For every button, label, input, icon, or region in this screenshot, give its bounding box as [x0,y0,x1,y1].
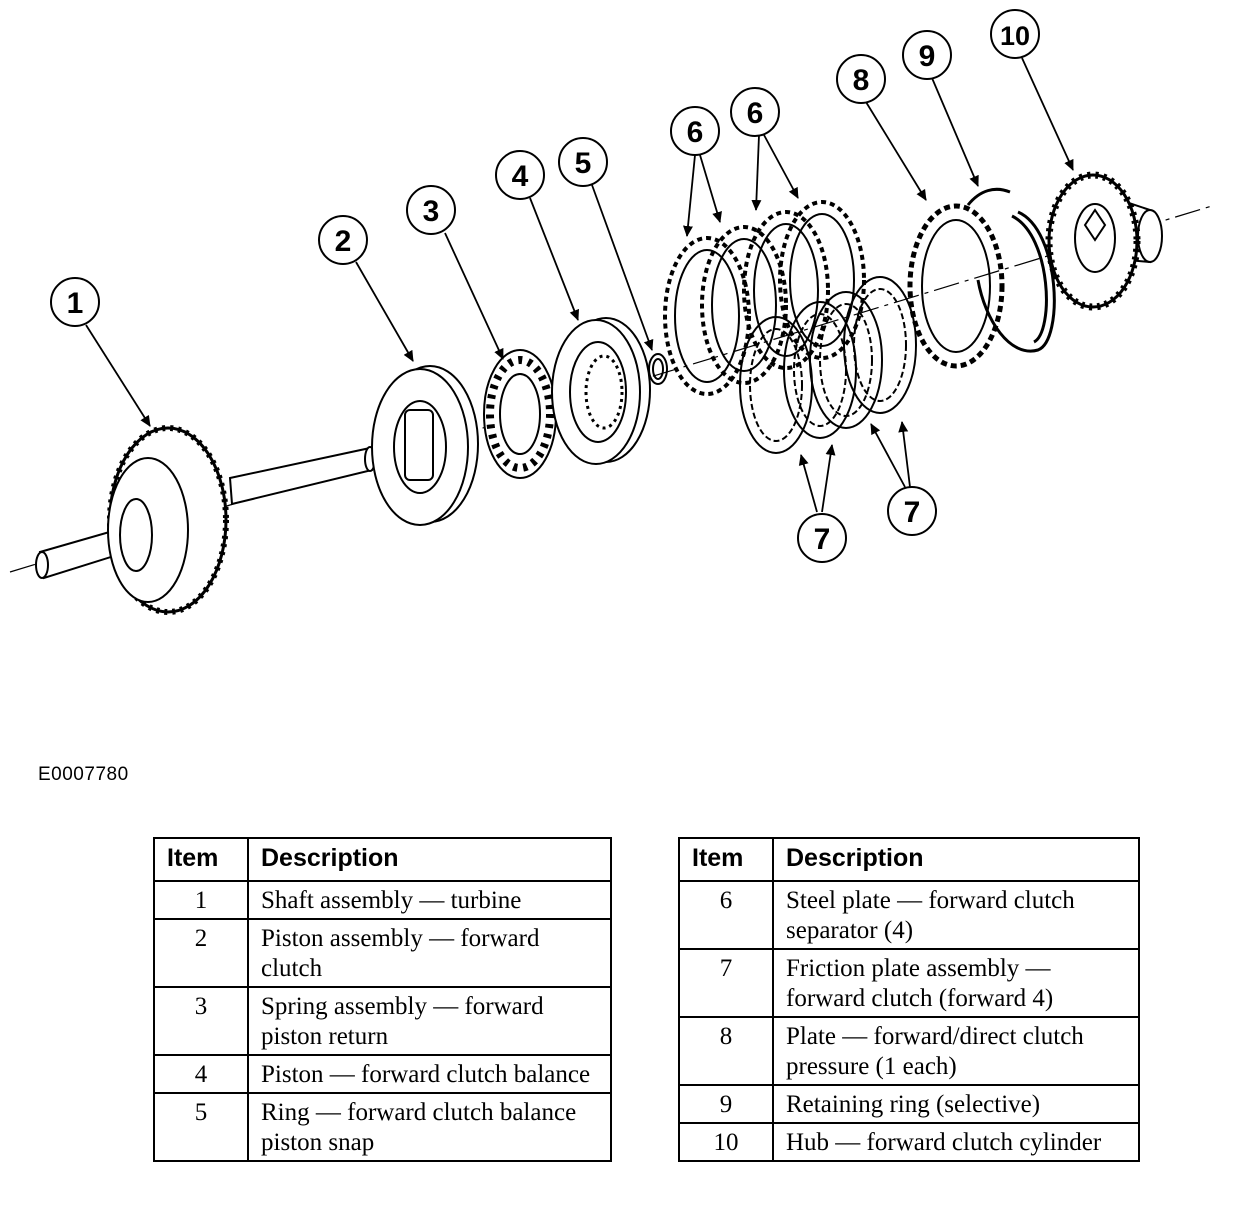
exploded-view-diagram: 1 2 3 4 5 6 6 7 7 8 9 10 [9,9,1216,615]
item-description: Shaft assembly — turbine [247,880,612,920]
figure-id: E0007780 [38,764,129,785]
item-number: 4 [153,1054,249,1094]
callout-6a: 6 [670,106,720,156]
part-5-snap-ring [648,353,668,385]
part-2-piston-assembly [371,365,479,526]
item-description: Spring assembly — forward piston return [247,986,612,1056]
table-row: 6 Steel plate — forward clutch separator… [678,880,1140,950]
callout-7b: 7 [887,486,937,536]
legend-header-row: Item Description [153,837,612,882]
description-column-header: Description [247,837,612,882]
legend-header-row: Item Description [678,837,1140,882]
table-row: 1 Shaft assembly — turbine [153,880,612,920]
clutch-pack-plates [663,200,917,454]
svg-text:10: 10 [1000,21,1030,51]
table-row: 8 Plate — forward/direct clutch pressure… [678,1016,1140,1086]
table-row: 4 Piston — forward clutch balance [153,1054,612,1094]
table-row: 2 Piston assembly — forward clutch [153,918,612,988]
item-description: Friction plate assembly — forward clutch… [772,948,1140,1018]
part-6-steel-plate [778,200,866,360]
item-description: Piston — forward clutch balance [247,1054,612,1094]
callout-1: 1 [50,277,100,327]
item-number: 8 [678,1016,774,1086]
callout-8: 8 [836,54,886,104]
item-column-header: Item [678,837,774,882]
description-column-header: Description [772,837,1140,882]
table-row: 5 Ring — forward clutch balance piston s… [153,1092,612,1162]
svg-text:8: 8 [853,64,870,97]
part-6-steel-plate [742,210,830,370]
callout-7a: 7 [797,513,847,563]
item-number: 3 [153,986,249,1056]
part-1-turbine-shaft [35,425,376,615]
table-row: 9 Retaining ring (selective) [678,1084,1140,1124]
callout-2: 2 [318,215,368,265]
item-number: 10 [678,1122,774,1162]
part-3-spring-assembly [483,349,557,479]
callout-3: 3 [406,185,456,235]
item-number: 6 [678,880,774,950]
svg-text:5: 5 [575,147,592,180]
legend-table-right: Item Description 6 Steel plate — forward… [678,837,1140,1162]
svg-text:6: 6 [687,116,704,149]
table-row: 10 Hub — forward clutch cylinder [678,1122,1140,1162]
part-6-steel-plate [700,225,788,385]
part-7-friction-plate [739,316,813,454]
item-description: Plate — forward/direct clutch pressure (… [772,1016,1140,1086]
item-number: 2 [153,918,249,988]
table-row: 7 Friction plate assembly — forward clut… [678,948,1140,1018]
callout-4: 4 [495,150,545,200]
svg-text:7: 7 [814,523,831,556]
legend-table-left: Item Description 1 Shaft assembly — turb… [153,837,612,1162]
part-9-retaining-ring [966,187,1056,353]
leader-lines [85,57,1074,513]
item-description: Retaining ring (selective) [772,1084,1140,1124]
callout-10: 10 [990,9,1040,59]
part-4-balance-piston [551,317,651,465]
item-number: 5 [153,1092,249,1162]
item-number: 9 [678,1084,774,1124]
part-6-steel-plate [663,236,751,396]
part-7-friction-plate [809,291,883,429]
item-description: Steel plate — forward clutch separator (… [772,880,1140,950]
svg-text:1: 1 [67,287,84,320]
item-description: Piston assembly — forward clutch [247,918,612,988]
item-description: Ring — forward clutch balance piston sna… [247,1092,612,1162]
svg-text:9: 9 [919,40,936,73]
callout-9: 9 [902,30,952,80]
item-number: 1 [153,880,249,920]
part-7-friction-plate [843,276,917,414]
part-8-pressure-plate [907,203,1005,369]
item-description: Hub — forward clutch cylinder [772,1122,1140,1162]
callout-6b: 6 [730,87,780,137]
svg-text:2: 2 [335,225,352,258]
table-row: 3 Spring assembly — forward piston retur… [153,986,612,1056]
item-column-header: Item [153,837,249,882]
part-10-hub [1045,171,1163,311]
svg-text:6: 6 [747,97,764,130]
callout-5: 5 [558,137,608,187]
item-number: 7 [678,948,774,1018]
svg-text:7: 7 [904,496,921,529]
svg-text:4: 4 [512,160,529,193]
svg-text:3: 3 [423,195,440,228]
